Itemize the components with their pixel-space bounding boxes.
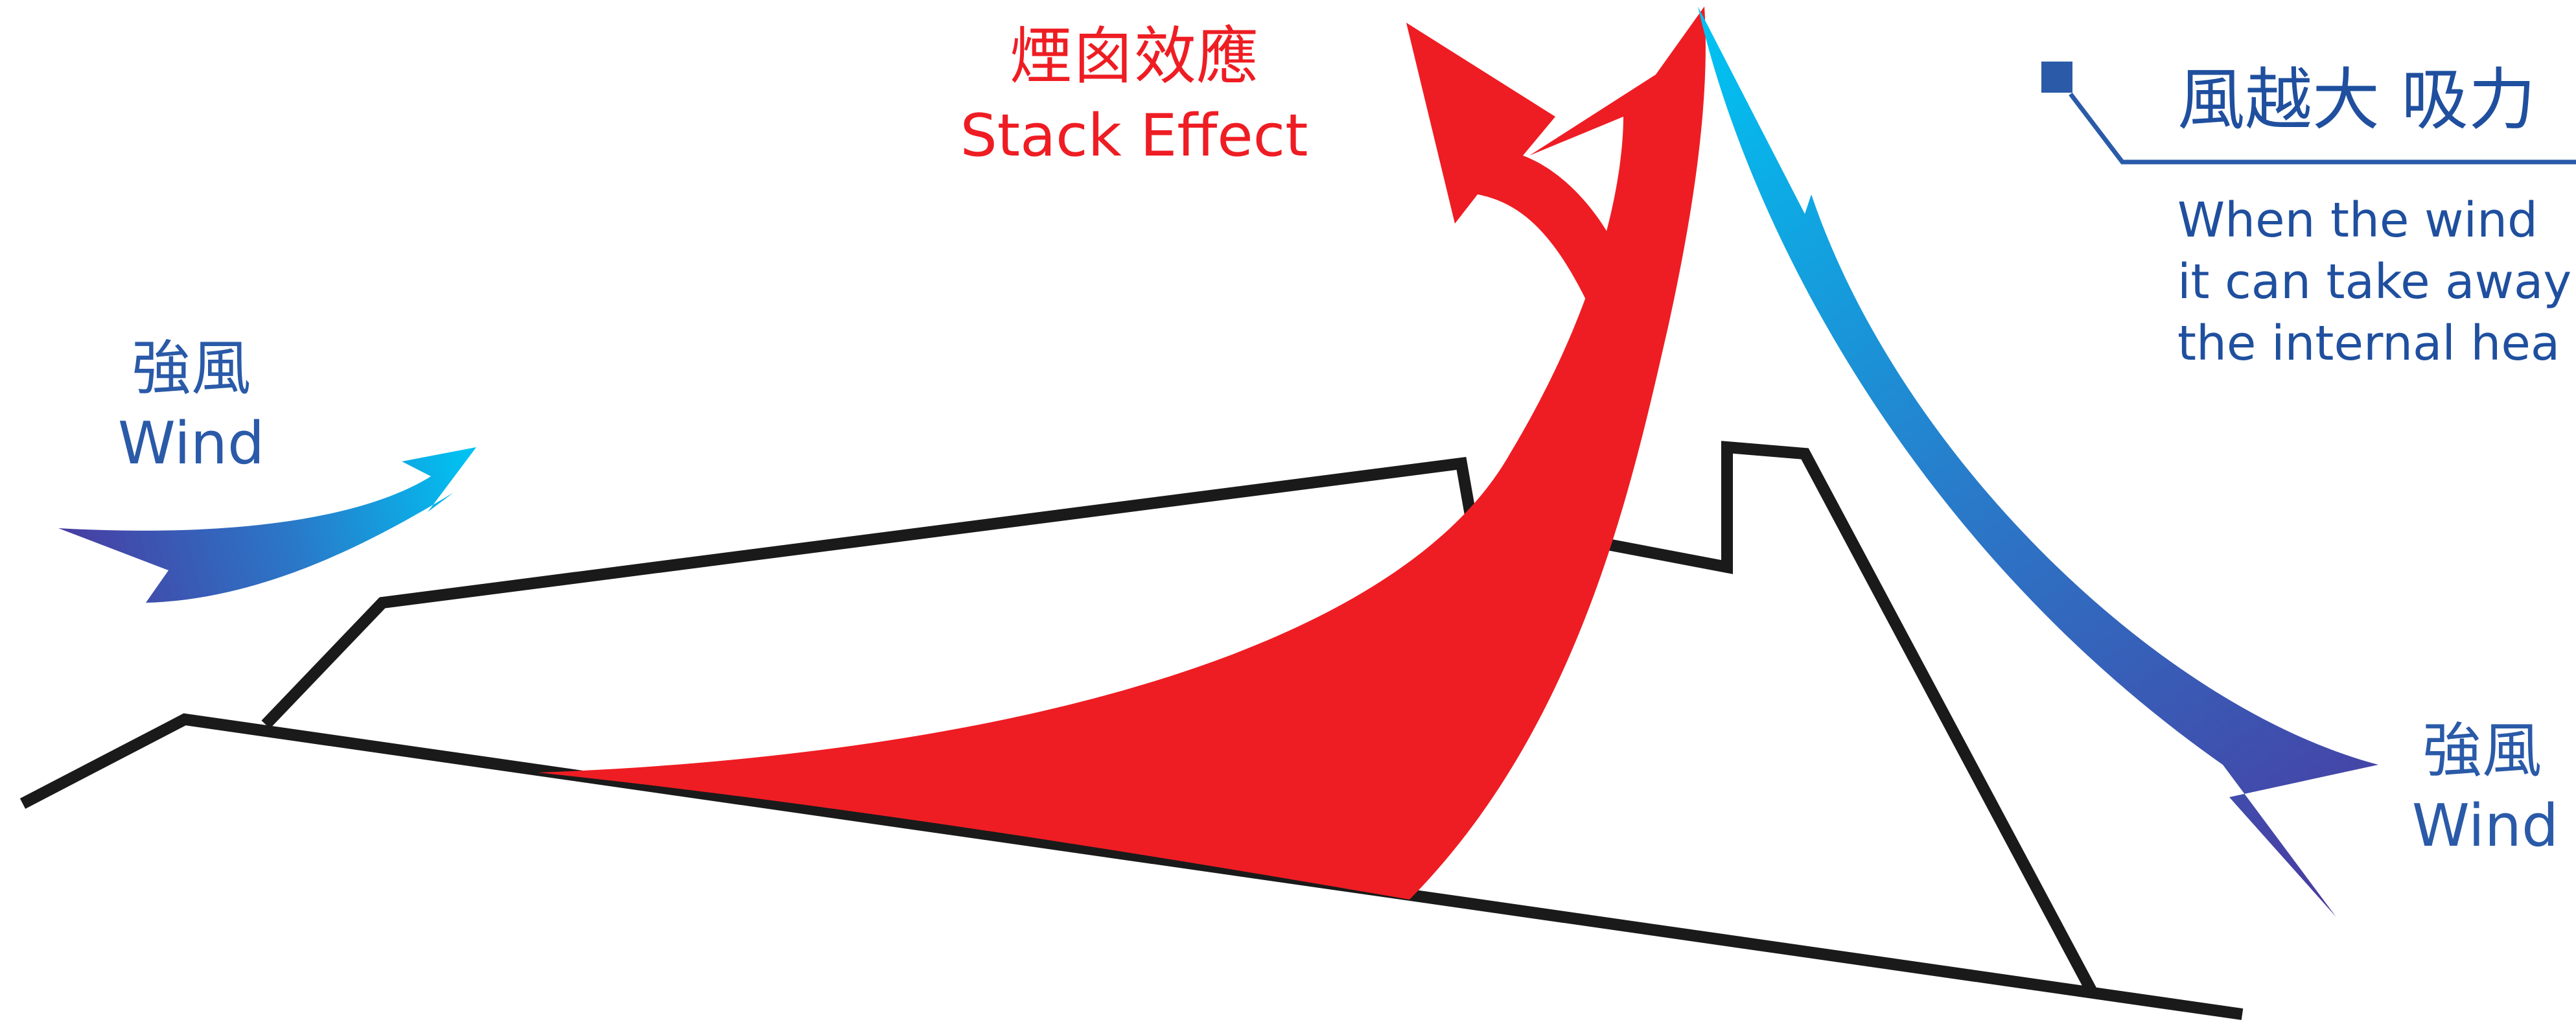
wind-arrow-left [58, 447, 476, 603]
callout-body-line-2: it can take away [2177, 254, 2571, 310]
stack-effect-title-en: Stack Effect [960, 102, 1308, 170]
wind-left-label-en: Wind [118, 410, 264, 478]
callout-body-line-3: the internal hea [2177, 316, 2560, 371]
stack-effect-title-zh: 煙囪效應 [1010, 20, 1259, 93]
wind-right-label-en: Wind [2412, 792, 2559, 860]
callout-title: 風越大 吸力 [2177, 60, 2536, 139]
wind-right-label-zh: 強風 [2422, 716, 2542, 785]
stack-effect-arrow-branch [1406, 23, 1637, 382]
callout-leader-line [2069, 92, 2576, 165]
callout-marker [2041, 62, 2072, 93]
ground-line [19, 713, 2244, 1020]
wind-left-label-zh: 強風 [132, 334, 251, 403]
callout-body-line-1: When the wind [2177, 192, 2538, 248]
stack-effect-arrow-main [538, 6, 1706, 900]
wind-arrow-right [1698, 6, 2378, 917]
